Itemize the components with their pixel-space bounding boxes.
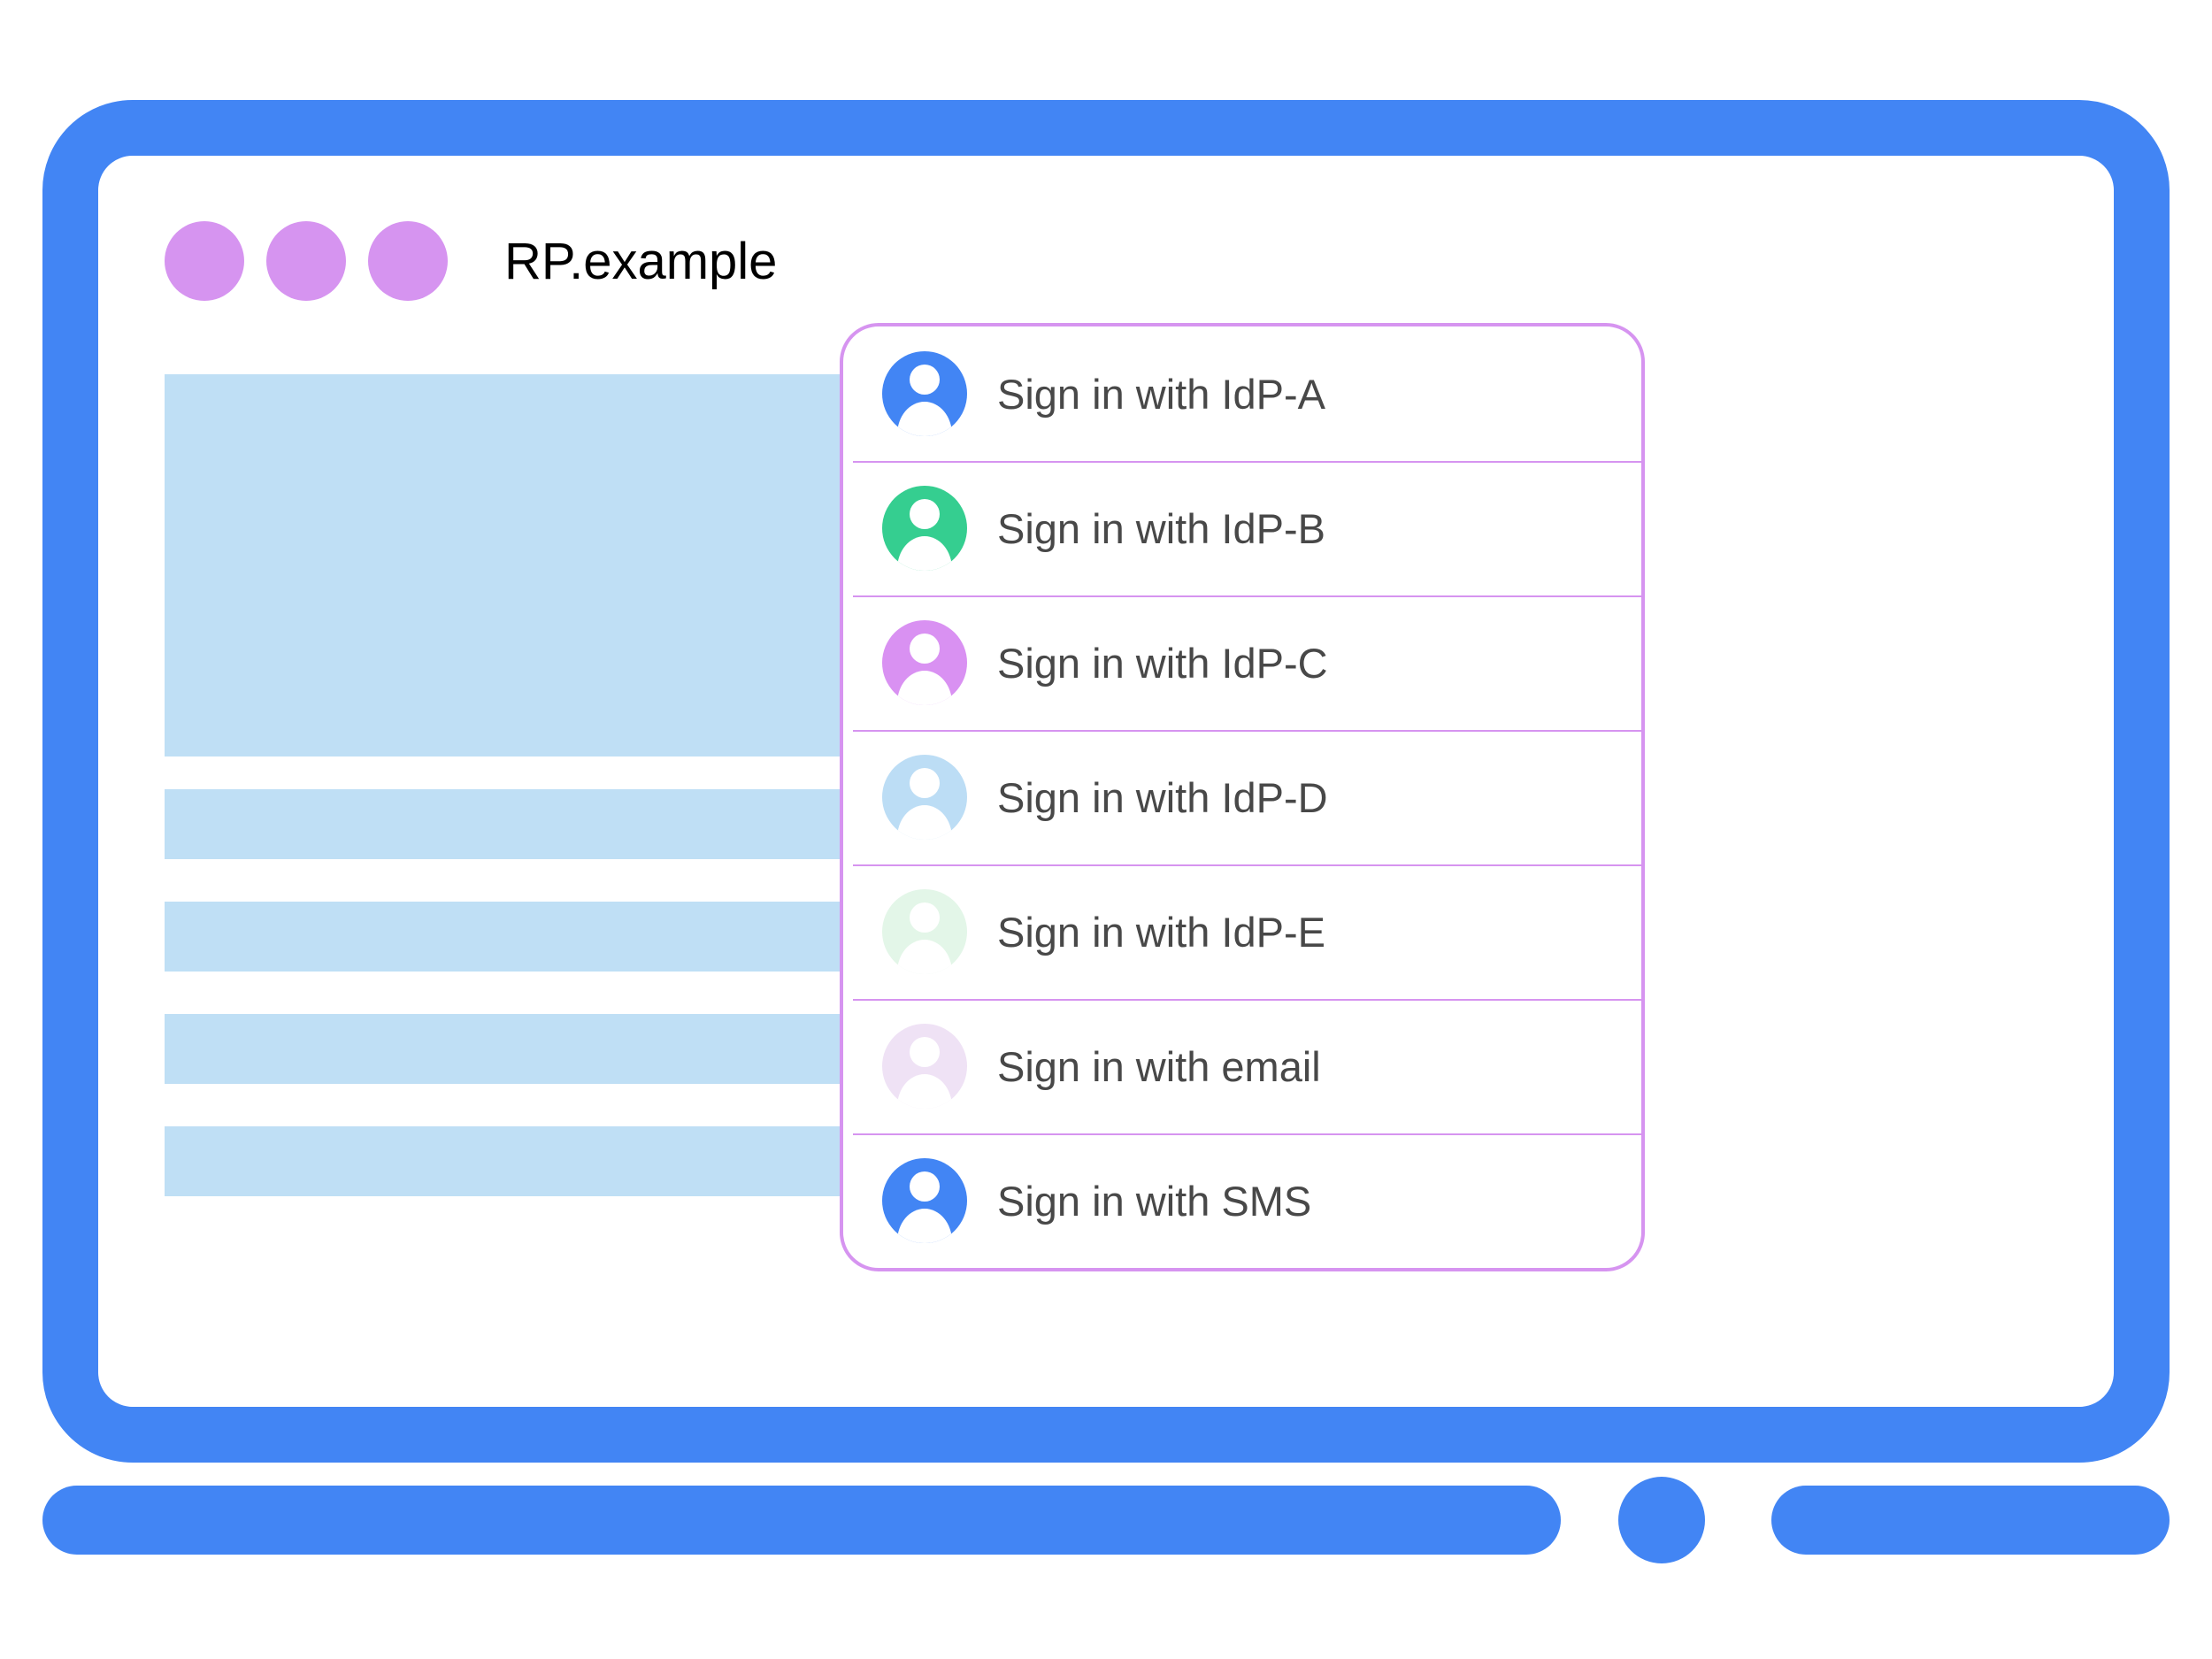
account-avatar-icon (882, 351, 967, 436)
signin-option-label: Sign in with IdP-D (997, 773, 1328, 821)
signin-option-row[interactable]: Sign in with email (843, 999, 1641, 1133)
window-dot-icon-2[interactable] (266, 221, 346, 301)
account-chooser-panel: Sign in with IdP-A Sign in with IdP-B Sign… (840, 323, 1645, 1271)
signin-option-label: Sign in with SMS (997, 1177, 1312, 1225)
signin-option-label: Sign in with IdP-C (997, 639, 1328, 687)
signin-option-label: Sign in with IdP-A (997, 370, 1325, 418)
device-chin-right (1771, 1486, 2170, 1555)
account-avatar-icon (882, 889, 967, 974)
signin-option-label: Sign in with email (997, 1042, 1321, 1090)
account-avatar-icon (882, 1024, 967, 1109)
account-avatar-icon (882, 486, 967, 571)
home-button[interactable] (1618, 1477, 1705, 1563)
browser-title-bar: RP.example (98, 156, 2114, 337)
signin-option-row[interactable]: Sign in with IdP-E (843, 864, 1641, 999)
signin-option-row[interactable]: Sign in with IdP-D (843, 730, 1641, 864)
page-title: RP.example (504, 233, 778, 290)
signin-option-row[interactable]: Sign in with IdP-A (843, 326, 1641, 461)
account-avatar-icon (882, 755, 967, 840)
device-chin-left (42, 1486, 1561, 1555)
window-dot-icon-3[interactable] (368, 221, 448, 301)
signin-option-label: Sign in with IdP-B (997, 504, 1325, 552)
signin-option-row[interactable]: Sign in with SMS (843, 1133, 1641, 1268)
account-avatar-icon (882, 1158, 967, 1243)
signin-option-label: Sign in with IdP-E (997, 908, 1325, 956)
signin-option-row[interactable]: Sign in with IdP-C (843, 595, 1641, 730)
signin-option-row[interactable]: Sign in with IdP-B (843, 461, 1641, 595)
account-avatar-icon (882, 620, 967, 705)
window-dot-icon-1[interactable] (165, 221, 244, 301)
